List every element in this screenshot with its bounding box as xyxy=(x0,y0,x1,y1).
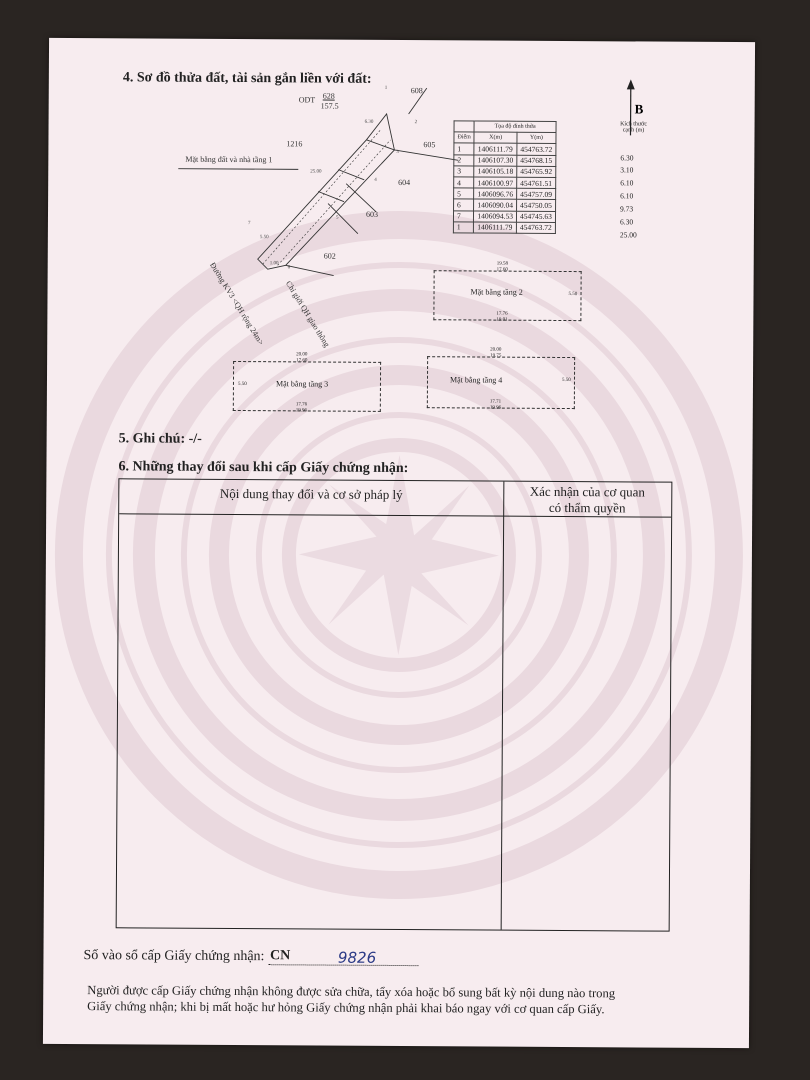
point-4: 4 xyxy=(374,177,377,183)
registry-prefix: CN xyxy=(269,948,291,964)
header-y: Y(m) xyxy=(516,132,556,144)
section-5-notes: 5. Ghi chú: -/- xyxy=(118,431,202,447)
authority-header-line-1: Xác nhận của cơ quan xyxy=(529,483,645,500)
odt-parcel-number: 628 xyxy=(322,91,335,101)
north-label: B xyxy=(634,101,644,117)
edge-label-25-00: 25.00 xyxy=(310,169,322,175)
neighbor-602: 602 xyxy=(323,251,336,261)
floor-plan-4: Mặt bằng tầng 4 20.00 19.75 17.71 19.96 … xyxy=(426,348,576,411)
edge-label-1-00: 1.00 xyxy=(269,261,279,267)
edge-size: 6.10 xyxy=(620,191,634,201)
header-point: Điểm xyxy=(453,132,475,144)
floor-plan-4-top: 20.00 xyxy=(490,347,502,353)
floor-plan-2: Mặt bằng tầng 2 19.58 17.60 17.76 19.01 … xyxy=(433,262,582,323)
changes-table: Nội dung thay đổi và cơ sở pháp lý Xác n… xyxy=(115,478,673,932)
registry-number: 9826 xyxy=(337,948,377,967)
floor-plan-3-top: 20.00 xyxy=(296,352,308,358)
neighbor-604: 604 xyxy=(398,177,411,188)
edge-size: 3.10 xyxy=(620,165,634,175)
floor-plan-2-bottom2: 19.01 xyxy=(496,317,508,323)
floor-plan-3-bottom2: 19.96 xyxy=(295,408,308,414)
registry-number-field: CN 9826 xyxy=(267,948,419,967)
floor-plan-4-top2: 19.75 xyxy=(490,353,502,359)
odt-area: 157.5 xyxy=(320,101,339,111)
neighbor-605: 605 xyxy=(423,140,436,150)
certificate-page: 4. Sơ đồ thửa đất, tài sản gắn liền với … xyxy=(42,37,756,1049)
changes-content-header: Nội dung thay đổi và cơ sở pháp lý xyxy=(219,485,403,503)
point-3: 3 xyxy=(396,149,399,155)
floor-plan-4-bottom: 17.71 xyxy=(489,399,502,405)
floor-plan-2-bottom: 17.76 xyxy=(496,311,508,317)
authority-confirmation-header: Xác nhận của cơ quan có thẩm quyền xyxy=(503,484,671,517)
warning-notice: Người được cấp Giấy chứng nhận không đượ… xyxy=(87,982,707,1018)
edge-sizes-header: Kích thước cạnh (m) xyxy=(620,121,648,134)
odt-label: ODT xyxy=(298,95,316,105)
floor-plan-2-label: Mặt bằng tầng 2 xyxy=(470,287,523,297)
neighbor-1216: 1216 xyxy=(286,139,303,149)
point-5: 5 xyxy=(335,215,339,221)
registry-label: Số vào sổ cấp Giấy chứng nhận: xyxy=(83,948,265,965)
registry-number-line: Số vào sổ cấp Giấy chứng nhận: CN 9826 xyxy=(83,948,419,967)
floor-plan-4-label: Mặt bằng tầng 4 xyxy=(449,375,503,385)
floor-plan-2-side: 5.50 xyxy=(568,292,578,298)
floor-plan-2-top2: 17.60 xyxy=(496,267,508,273)
section-6-title: 6. Những thay đổi sau khi cấp Giấy chứng… xyxy=(118,459,409,477)
edge-label-6-30: 6.30 xyxy=(364,119,374,125)
point-7: 7 xyxy=(247,221,251,227)
floor-plan-3-top2: 17.60 xyxy=(296,358,308,364)
floor-plan-3-label: Mặt bằng tầng 3 xyxy=(275,379,329,389)
header-x: X(m) xyxy=(474,132,517,144)
edge-size: 25.00 xyxy=(619,230,637,240)
edge-label-5-50: 5.50 xyxy=(259,235,269,241)
authority-header-line-2: có thẩm quyền xyxy=(548,499,626,516)
point-1: 1 xyxy=(384,85,388,91)
edge-size: 6.10 xyxy=(620,178,634,188)
floor-plan-3: Mặt bằng tầng 3 20.00 17.60 17.76 19.96 … xyxy=(232,352,382,414)
bronze-drum-watermark xyxy=(54,210,743,899)
edge-size: 6.30 xyxy=(619,217,634,227)
north-arrow: B xyxy=(624,79,644,139)
floor-plan-2-top: 19.58 xyxy=(496,261,508,267)
neighbor-603: 603 xyxy=(365,209,379,219)
neighbor-608: 608 xyxy=(410,86,423,96)
floor-plan-3-bottom: 17.76 xyxy=(295,402,308,408)
point-2: 2 xyxy=(414,120,418,126)
floor-plan-4-side: 5.50 xyxy=(561,377,571,384)
edge-size: 6.30 xyxy=(620,153,634,163)
coordinate-table-title: Tọa độ đỉnh thửa xyxy=(474,120,556,133)
floor-plan-3-side: 5.50 xyxy=(237,382,247,388)
edge-size: 9.73 xyxy=(620,204,634,214)
floor-plan-4-bottom2: 19.96 xyxy=(489,405,502,411)
land-parcel-diagram xyxy=(178,87,459,277)
ground-plan-label: Mặt bằng đất và nhà tầng 1 xyxy=(185,154,273,165)
point-6: 6 xyxy=(287,265,291,271)
